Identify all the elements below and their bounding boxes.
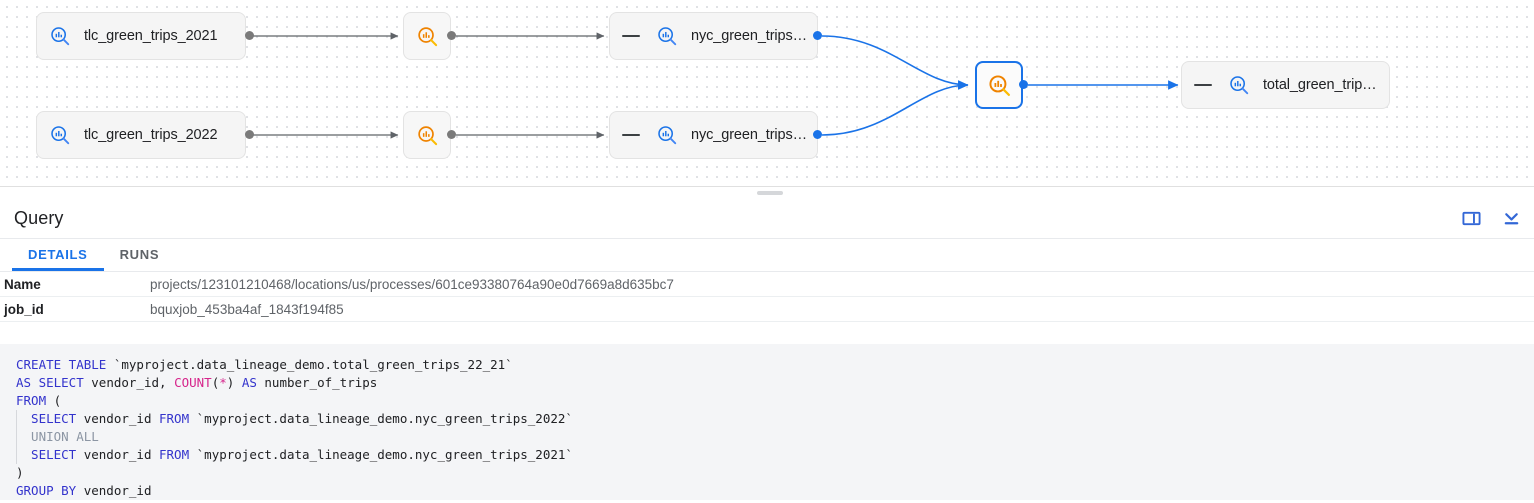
- table-search-icon: [49, 124, 71, 146]
- drag-handle[interactable]: [757, 191, 783, 195]
- lineage-node-tlc-green-trips-2021[interactable]: tlc_green_trips_2021: [36, 12, 246, 60]
- detail-key: Name: [4, 276, 41, 292]
- collapse-panel-icon[interactable]: [1498, 206, 1524, 232]
- node-output-port[interactable]: [813, 31, 822, 40]
- lineage-node-selected-process[interactable]: [975, 61, 1023, 109]
- sql-line: AS SELECT vendor_id, COUNT(*) AS number_…: [16, 375, 378, 390]
- lineage-graph-canvas[interactable]: tlc_green_trips_2021 tlc_green_trips_202…: [0, 0, 1534, 186]
- lineage-node-nyc-green-trips-bottom[interactable]: nyc_green_trips…: [609, 111, 818, 159]
- table-search-icon: [656, 124, 678, 146]
- lineage-node-label: nyc_green_trips…: [691, 127, 808, 143]
- detail-value: bquxjob_453ba4af_1843f194f85: [150, 301, 344, 317]
- lineage-node-tlc-green-trips-2022[interactable]: tlc_green_trips_2022: [36, 111, 246, 159]
- collapse-toggle-icon[interactable]: [1194, 84, 1212, 86]
- split-panel-icon[interactable]: [1458, 206, 1484, 232]
- table-search-icon: [1228, 74, 1250, 96]
- query-panel-header: Query: [0, 198, 1534, 239]
- sql-line: SELECT vendor_id FROM `myproject.data_li…: [0, 446, 1534, 464]
- node-output-port[interactable]: [813, 130, 822, 139]
- lineage-node-label: tlc_green_trips_2021: [84, 28, 218, 44]
- panel-actions: [1458, 198, 1524, 239]
- query-panel-tabs: DETAILS RUNS: [0, 239, 1534, 272]
- sql-line: CREATE TABLE `myproject.data_lineage_dem…: [16, 357, 513, 372]
- process-search-icon: [987, 73, 1012, 98]
- collapse-toggle-icon[interactable]: [622, 35, 640, 37]
- table-row: Name projects/123101210468/locations/us/…: [0, 272, 1534, 297]
- lineage-node-process-1[interactable]: [403, 12, 451, 60]
- sql-line: SELECT vendor_id FROM `myproject.data_li…: [0, 410, 1534, 428]
- table-search-icon: [49, 25, 71, 47]
- process-search-icon: [416, 124, 439, 147]
- detail-key: job_id: [4, 301, 44, 317]
- sql-line: ): [16, 465, 24, 480]
- lineage-node-label: total_green_trip…: [1263, 77, 1377, 93]
- process-search-icon: [416, 25, 439, 48]
- node-output-port[interactable]: [447, 31, 456, 40]
- details-table: Name projects/123101210468/locations/us/…: [0, 272, 1534, 322]
- node-output-port[interactable]: [245, 31, 254, 40]
- sql-line: FROM (: [16, 393, 62, 408]
- sql-code-block[interactable]: CREATE TABLE `myproject.data_lineage_dem…: [0, 344, 1534, 500]
- tab-details[interactable]: DETAILS: [12, 238, 104, 271]
- panel-resize-divider[interactable]: [0, 186, 1534, 199]
- lineage-node-label: nyc_green_trips…: [691, 28, 808, 44]
- lineage-node-total-green-trips[interactable]: total_green_trip…: [1181, 61, 1390, 109]
- node-output-port[interactable]: [245, 130, 254, 139]
- table-row: job_id bquxjob_453ba4af_1843f194f85: [0, 297, 1534, 322]
- lineage-node-process-2[interactable]: [403, 111, 451, 159]
- detail-value: projects/123101210468/locations/us/proce…: [150, 276, 674, 292]
- node-output-port[interactable]: [1019, 80, 1028, 89]
- page-title: Query: [14, 207, 64, 228]
- lineage-node-label: tlc_green_trips_2022: [84, 127, 218, 143]
- lineage-node-nyc-green-trips-top[interactable]: nyc_green_trips…: [609, 12, 818, 60]
- sql-line: UNION ALL: [0, 428, 1534, 446]
- table-search-icon: [656, 25, 678, 47]
- lineage-edges: [250, 32, 1179, 139]
- node-output-port[interactable]: [447, 130, 456, 139]
- query-panel: Query DETAILS RUNS: [0, 198, 1534, 503]
- tab-runs[interactable]: RUNS: [119, 247, 160, 262]
- sql-line: GROUP BY vendor_id: [16, 483, 152, 498]
- collapse-toggle-icon[interactable]: [622, 134, 640, 136]
